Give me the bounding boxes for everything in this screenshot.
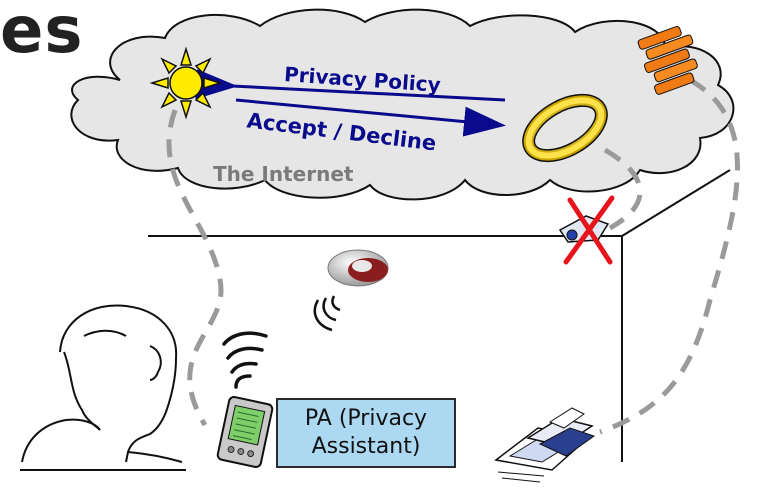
printer-icon	[494, 407, 596, 483]
orange-service-icon	[637, 25, 698, 95]
pda-icon	[216, 396, 274, 468]
dashed-line-service-printer	[599, 77, 740, 435]
pa-box-line2: Assistant)	[311, 434, 421, 459]
dashed-connections	[166, 77, 740, 435]
halo-ring-icon	[522, 93, 608, 163]
arrow-privacy-policy	[195, 69, 506, 102]
dashed-line-sun-person	[166, 109, 224, 427]
smoke-detector-icon	[313, 249, 389, 332]
arrow-accept-decline	[235, 98, 506, 137]
cross-out-icon	[563, 195, 615, 265]
person-icon	[20, 304, 186, 471]
privacy-assistant-box: PA (Privacy Assistant)	[276, 398, 456, 468]
dashed-line-ring-camera	[603, 147, 643, 231]
internet-label: The Internet	[213, 162, 354, 186]
wireless-signal-icon	[222, 331, 268, 389]
pa-box-line1: PA (Privacy	[304, 406, 428, 431]
privacy-arrows	[195, 69, 506, 137]
slide-title-fragment: es	[0, 0, 84, 68]
sun-icon	[149, 46, 223, 120]
